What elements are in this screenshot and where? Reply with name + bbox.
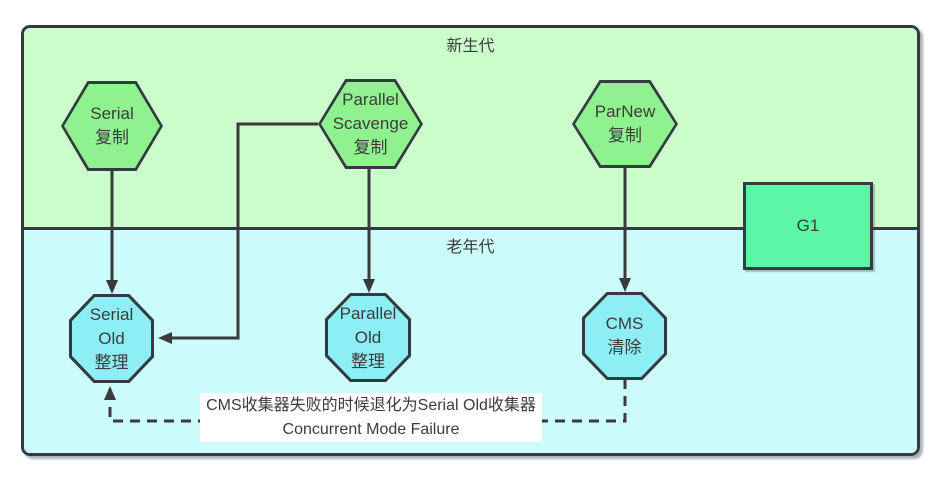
edge-cms-to-serialold-dashed bbox=[108, 379, 627, 423]
node-parallel-old: Parallel Old 整理 bbox=[325, 293, 411, 382]
annotation-line2: Concurrent Mode Failure bbox=[282, 420, 460, 438]
node-parallel-scavenge-label: Parallel Scavenge 复制 bbox=[321, 82, 420, 166]
node-parnew-label: ParNew 复制 bbox=[575, 83, 675, 165]
node-cms-label: CMS 清除 bbox=[585, 295, 664, 377]
annotation-line1: CMS收集器失败的时候退化为Serial Old收集器 bbox=[206, 396, 536, 414]
node-serial-old: Serial Old 整理 bbox=[69, 294, 154, 383]
node-serial-label: Serial 复制 bbox=[64, 84, 160, 168]
cms-fallback-annotation: CMS收集器失败的时候退化为Serial Old收集器 Concurrent M… bbox=[200, 393, 542, 442]
node-serial-old-label: Serial Old 整理 bbox=[72, 297, 151, 380]
node-parallel-old-label: Parallel Old 整理 bbox=[328, 296, 408, 379]
node-g1-label: G1 bbox=[796, 216, 820, 235]
node-cms: CMS 清除 bbox=[582, 292, 667, 380]
edge-pscavenge-to-serialold bbox=[172, 122, 318, 340]
node-g1: G1 bbox=[743, 182, 873, 270]
